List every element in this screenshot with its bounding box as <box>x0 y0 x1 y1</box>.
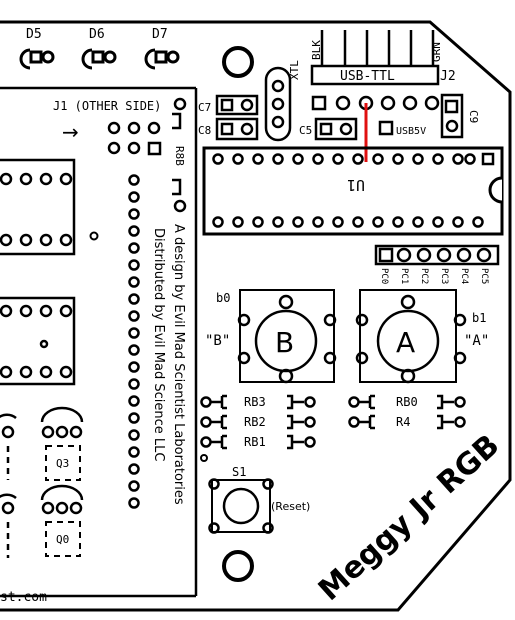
button-caption: "B" <box>205 333 230 349</box>
arrow-icon: → <box>62 120 79 144</box>
resistor-r8b: R8B <box>172 97 187 213</box>
resistor-label: R4 <box>396 415 410 429</box>
reset-switch: S1 (Reset) <box>208 465 310 534</box>
resistor-rb1: RB1 <box>200 434 316 450</box>
blk-label: BLK <box>310 40 323 60</box>
button-letter: A <box>396 326 415 359</box>
resistor-rb2: RB2 <box>200 414 316 430</box>
left-ic-lower <box>0 296 76 386</box>
pin-column <box>128 174 140 509</box>
usb5v-label: USB5V <box>396 126 426 137</box>
usb-ttl-header: BLK GRN USB-TTL J2 USB5V <box>310 30 456 162</box>
url-fragment: st.com <box>0 590 47 605</box>
crystal-label: XTL <box>288 60 301 80</box>
pc-label: PC2 <box>419 268 429 284</box>
credit-line-1: A design by Evil Mad Scientist Laborator… <box>171 224 186 505</box>
led-label: D7 <box>152 27 168 42</box>
led-label: D6 <box>89 27 105 42</box>
pin-label: b0 <box>216 291 230 305</box>
transistor-left-lower <box>0 493 17 558</box>
usb-ttl-label: USB-TTL <box>340 69 395 84</box>
pc-label: PC1 <box>399 268 409 284</box>
board-outline <box>0 20 512 612</box>
resistor-label: RB3 <box>244 395 266 409</box>
button-b: b0 "B" B <box>205 289 337 384</box>
crystal-xtl: XTL <box>264 60 301 142</box>
chip-u1: U1 <box>202 146 504 236</box>
resistor-r4: R4 <box>348 414 466 430</box>
transistor-q0: Q0 <box>40 484 84 557</box>
resistor-label: R8B <box>173 146 186 166</box>
pc-label: PC4 <box>459 268 469 284</box>
led-d6: D6 <box>81 27 117 70</box>
pc-header: PC0 PC1 PC2 PC3 PC4 PC5 <box>374 244 500 284</box>
pc-label: PC0 <box>379 268 389 284</box>
cap-c7: C7 <box>198 94 259 116</box>
j2-label: J2 <box>440 69 456 84</box>
led-d5: D5 <box>19 27 55 70</box>
resistor-rb0: RB0 <box>348 394 466 410</box>
cap-label: C8 <box>198 124 211 137</box>
button-a: b1 "A" A <box>355 289 489 384</box>
resistor-label: RB0 <box>396 395 418 409</box>
cap-label: C7 <box>198 101 211 114</box>
resistor-label: RB2 <box>244 415 266 429</box>
cap-label: C9 <box>467 110 480 123</box>
j1-pads <box>107 121 162 156</box>
cap-label: C5 <box>299 124 312 137</box>
cap-c8: C8 <box>198 117 259 141</box>
resistor-label: RB1 <box>244 435 266 449</box>
transistor-label: Q3 <box>56 457 69 470</box>
cap-c9: C9 <box>440 93 480 139</box>
pc-label: PC5 <box>479 268 489 284</box>
mounting-hole-top <box>222 46 254 78</box>
transistor-left-upper <box>0 413 17 480</box>
chip-label: U1 <box>347 176 365 194</box>
pin-label: b1 <box>472 311 486 325</box>
transistor-q3: Q3 <box>40 406 84 481</box>
mounting-hole-bottom <box>222 550 254 582</box>
pc-label: PC3 <box>439 268 449 284</box>
credit-line-2: Distributed by Evil Mad Science LLC <box>151 228 166 461</box>
j1-label: J1 (OTHER SIDE) <box>53 99 161 113</box>
button-caption: "A" <box>464 333 489 349</box>
reset-label: (Reset) <box>271 500 310 513</box>
resistor-rb3: RB3 <box>200 394 316 410</box>
led-label: D5 <box>26 27 42 42</box>
led-row: D5 D6 D7 <box>19 27 180 70</box>
switch-id: S1 <box>232 465 246 479</box>
cap-c5: C5 <box>299 117 358 141</box>
button-letter: B <box>275 326 294 359</box>
transistor-label: Q0 <box>56 533 69 546</box>
led-d7: D7 <box>144 27 180 70</box>
left-ic-upper <box>0 158 76 256</box>
